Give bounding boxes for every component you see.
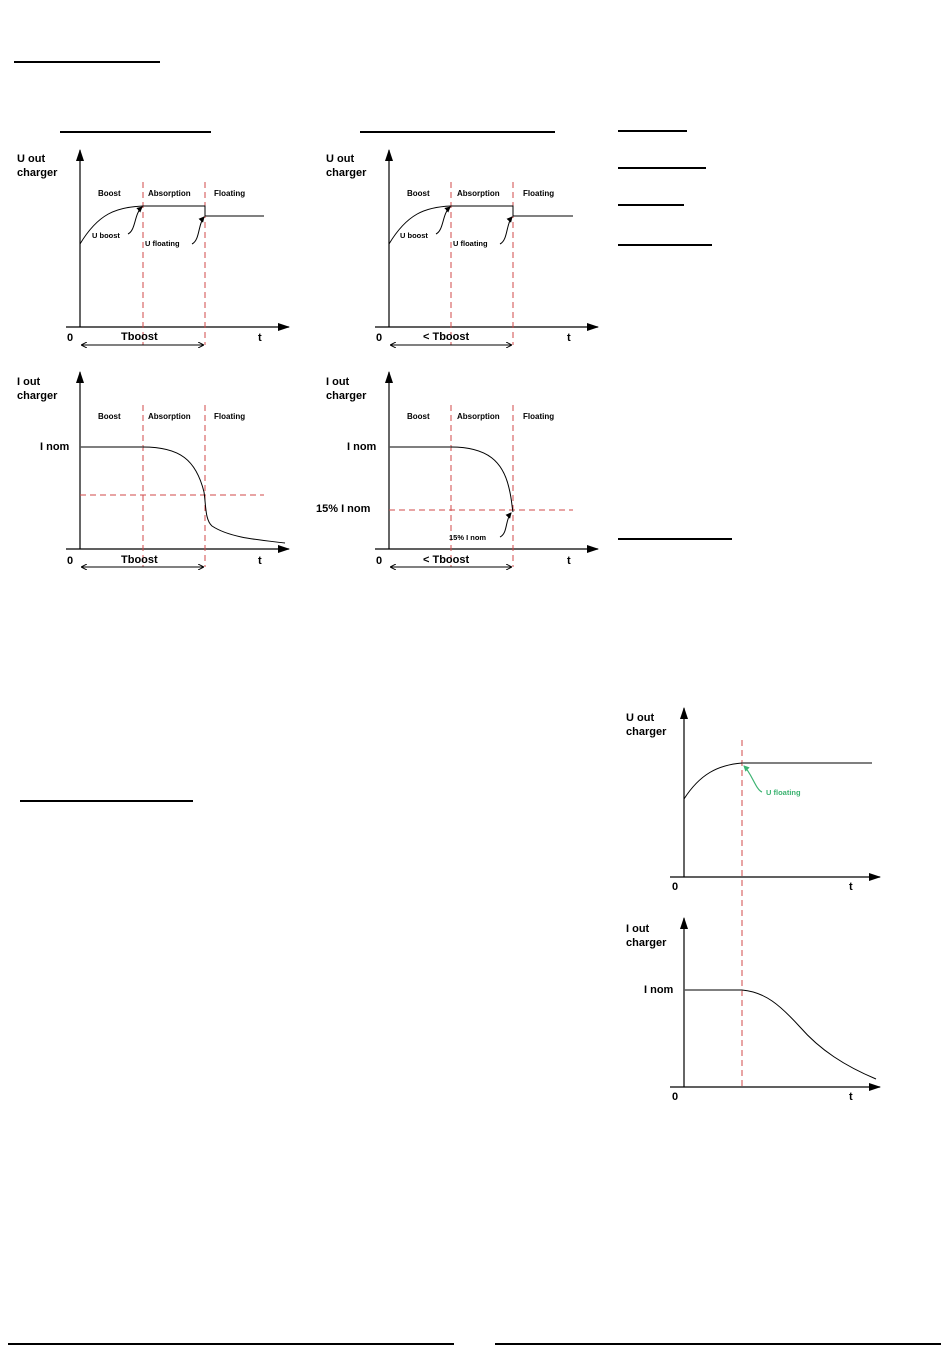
fig-a-current-phase-floating: Floating xyxy=(214,412,245,421)
fig-c-voltage-y-label-1: U out xyxy=(626,712,654,724)
fig-b-current-curve xyxy=(450,446,514,513)
redacted-side-line-3 xyxy=(618,204,684,206)
fig-c-current-level-label: I nom xyxy=(644,984,674,996)
fig-b-voltage-phase-boost: Boost xyxy=(407,189,430,198)
fig-a-voltage-graph: U out charger Boost Absorption Floating … xyxy=(17,149,290,345)
fig-b-current-phase-boost: Boost xyxy=(407,412,430,421)
fig-b-u-floating-pointer xyxy=(499,216,513,245)
fig-b-u-floating-label: U floating xyxy=(453,239,488,248)
fig-a-voltage-x-label: t xyxy=(258,332,262,344)
footer-rule-right xyxy=(495,1343,941,1345)
redacted-heading-lower xyxy=(20,800,193,802)
fig-a-voltage-phase-floating: Floating xyxy=(214,189,245,198)
fig-c-current-y-label-1: I out xyxy=(626,923,650,935)
fig-b-current-phase-floating: Floating xyxy=(523,412,554,421)
fig-b-current-origin: 0 xyxy=(376,555,382,567)
fig-c-voltage-x-label: t xyxy=(849,881,853,893)
fig-b-current-y-label-1: I out xyxy=(326,376,350,388)
fig-b-voltage-origin: 0 xyxy=(376,332,382,344)
fig-c-voltage-y-label-2: charger xyxy=(626,726,667,738)
fig-a-current-y-label-2: charger xyxy=(17,390,58,402)
fig-a-voltage-phase-boost: Boost xyxy=(98,189,121,198)
fig-b-voltage-curve xyxy=(388,205,573,245)
fig-b-current-threshold-label: 15% I nom xyxy=(316,503,371,515)
fig-a-u-boost-label: U boost xyxy=(92,231,120,240)
fig-b-u-boost-label: U boost xyxy=(400,231,428,240)
fig-c-current-curve xyxy=(741,989,877,1080)
fig-c-current-y-label-2: charger xyxy=(626,937,667,949)
fig-b-voltage-phase-floating: Floating xyxy=(523,189,554,198)
redacted-heading-top xyxy=(14,61,160,63)
fig-a-voltage-y-label-2: charger xyxy=(17,167,58,179)
fig-a-current-x-label: t xyxy=(258,555,262,567)
redacted-heading-fig-a xyxy=(60,131,211,133)
fig-c-voltage-origin: 0 xyxy=(672,881,678,893)
fig-a-u-floating-label: U floating xyxy=(145,239,180,248)
fig-b-voltage-y-label-2: charger xyxy=(326,167,367,179)
fig-b-voltage-duration: < Tboost xyxy=(423,331,469,343)
fig-b-voltage-y-label-1: U out xyxy=(326,153,354,165)
redacted-heading-fig-b xyxy=(360,131,555,133)
fig-a-current-level-label: I nom xyxy=(40,441,70,453)
fig-a-current-y-label-1: I out xyxy=(17,376,41,388)
fig-b-voltage-phase-absorption: Absorption xyxy=(457,189,500,198)
fig-b-voltage-x-label: t xyxy=(567,332,571,344)
redacted-side-line-2 xyxy=(618,167,706,169)
fig-b-current-y-label-2: charger xyxy=(326,390,367,402)
fig-c-u-floating-pointer xyxy=(743,765,763,793)
fig-a-voltage-origin: 0 xyxy=(67,332,73,344)
fig-c-current-graph: I out charger I nom 0 t xyxy=(626,917,881,1103)
fig-c-current-origin: 0 xyxy=(672,1091,678,1103)
fig-a-current-origin: 0 xyxy=(67,555,73,567)
fig-a-current-phase-boost: Boost xyxy=(98,412,121,421)
redacted-side-line-5 xyxy=(618,538,732,540)
fig-a-current-graph: I out charger Boost Absorption Floating … xyxy=(17,371,290,567)
fig-a-u-floating-pointer xyxy=(191,216,205,245)
fig-b-current-phase-absorption: Absorption xyxy=(457,412,500,421)
fig-a-current-curve xyxy=(142,446,286,544)
fig-b-voltage-graph: U out charger Boost Absorption Floating … xyxy=(326,149,599,345)
fig-a-voltage-y-label-1: U out xyxy=(17,153,45,165)
fig-b-current-level-label: I nom xyxy=(347,441,377,453)
fig-c-u-floating-label: U floating xyxy=(766,788,801,797)
fig-a-voltage-phase-absorption: Absorption xyxy=(148,189,191,198)
fig-a-current-duration: Tboost xyxy=(121,554,158,566)
fig-b-current-duration: < Tboost xyxy=(423,554,469,566)
fig-c-current-x-label: t xyxy=(849,1091,853,1103)
fig-c-voltage-curve xyxy=(683,762,872,800)
fig-b-15pct-pointer xyxy=(499,512,512,538)
footer-rule-left xyxy=(8,1343,454,1345)
redacted-side-line-4 xyxy=(618,244,712,246)
fig-a-voltage-curve xyxy=(79,205,264,245)
fig-c-voltage-graph: U out charger U floating 0 t xyxy=(626,707,881,1087)
fig-a-u-boost-pointer xyxy=(127,206,143,235)
fig-b-u-boost-pointer xyxy=(435,206,451,235)
fig-a-current-phase-absorption: Absorption xyxy=(148,412,191,421)
fig-b-current-x-label: t xyxy=(567,555,571,567)
fig-b-15pct-callout: 15% I nom xyxy=(449,533,486,542)
fig-a-voltage-duration: Tboost xyxy=(121,331,158,343)
redacted-side-line-1 xyxy=(618,130,687,132)
fig-b-current-graph: I out charger Boost Absorption Floating … xyxy=(316,371,599,567)
